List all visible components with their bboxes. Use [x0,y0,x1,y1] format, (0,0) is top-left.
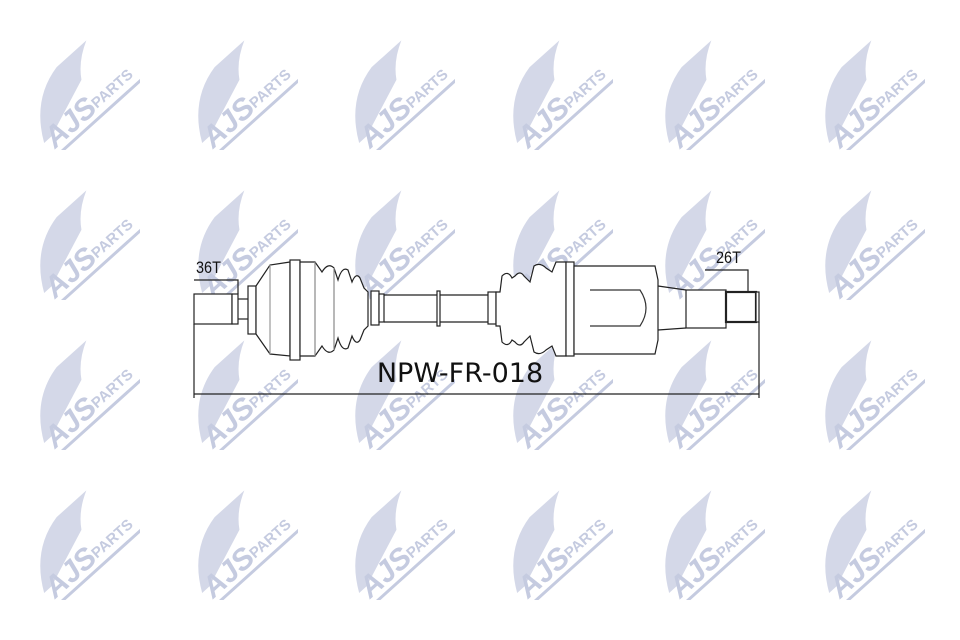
left-spline-stub [193,293,248,325]
left-spline-label: 36T [196,258,221,277]
intermediate-shaft [384,290,497,327]
outer-cv-boot [289,259,369,361]
right-spline-label: 26T [716,248,741,267]
part-number: NPW-FR-018 [376,358,544,389]
inner-cv-boot [495,261,575,357]
right-spline-stub [685,289,760,329]
outer-cv-joint [247,261,291,357]
length-dimension [193,322,760,398]
inner-cv-joint [573,265,687,355]
